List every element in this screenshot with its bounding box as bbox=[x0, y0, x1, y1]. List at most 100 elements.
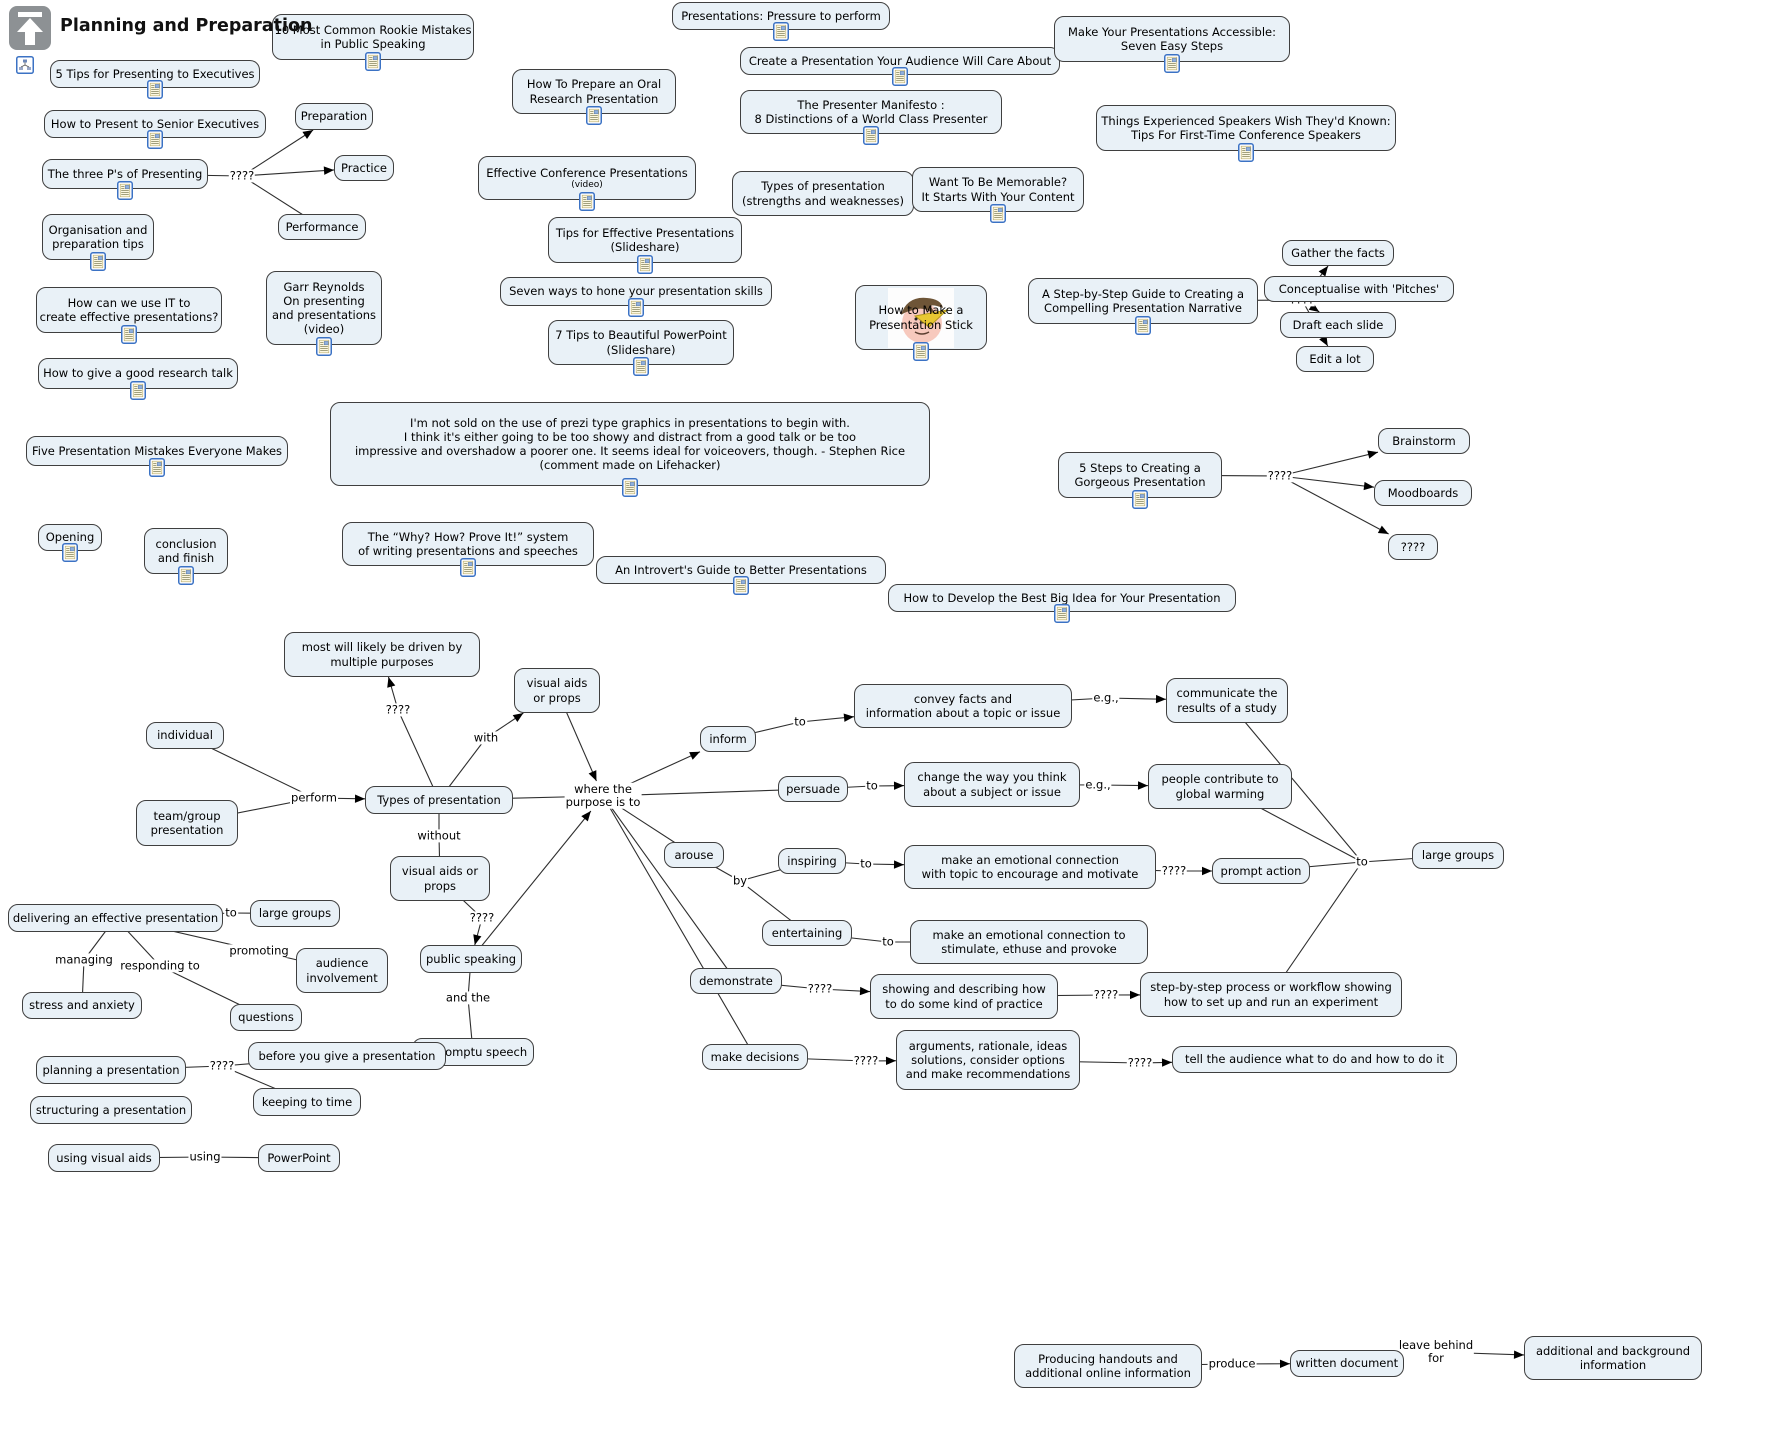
linking-phrase-L_q2[interactable]: ???? bbox=[468, 910, 496, 925]
concept-node-writtendoc[interactable]: written document bbox=[1290, 1350, 1404, 1377]
resource-link-icon[interactable] bbox=[892, 67, 908, 86]
linking-phrase-L_q6[interactable]: ???? bbox=[852, 1053, 880, 1068]
concept-node-individual[interactable]: individual bbox=[146, 722, 224, 749]
concept-node-questions[interactable]: questions bbox=[230, 1004, 302, 1031]
linking-phrase-L_q1[interactable]: ???? bbox=[384, 702, 412, 717]
concept-node-typesw[interactable]: Types of presentation(strengths and weak… bbox=[732, 171, 914, 216]
resource-link-icon[interactable] bbox=[147, 130, 163, 149]
resource-link-icon[interactable] bbox=[147, 80, 163, 99]
resource-link-icon[interactable] bbox=[1164, 54, 1180, 73]
resource-link-icon[interactable] bbox=[628, 298, 644, 317]
resource-link-icon[interactable] bbox=[622, 478, 638, 497]
linking-phrase-L_produce[interactable]: produce bbox=[1207, 1356, 1257, 1371]
concept-node-brainstorm[interactable]: Brainstorm bbox=[1378, 428, 1470, 454]
resource-link-icon[interactable] bbox=[913, 342, 929, 361]
concept-node-inspiring[interactable]: inspiring bbox=[778, 848, 846, 874]
concept-node-stressanx[interactable]: stress and anxiety bbox=[22, 992, 142, 1019]
concept-node-quote[interactable]: I'm not sold on the use of prezi type gr… bbox=[330, 402, 930, 486]
concept-node-entertaining[interactable]: entertaining bbox=[762, 920, 852, 946]
concept-node-usingvisaids[interactable]: using visual aids bbox=[48, 1144, 160, 1172]
resource-link-icon[interactable] bbox=[178, 566, 194, 585]
concept-node-types[interactable]: Types of presentation bbox=[365, 786, 513, 814]
concept-node-draft[interactable]: Draft each slide bbox=[1280, 312, 1396, 338]
resource-link-icon[interactable] bbox=[579, 192, 595, 211]
linking-phrase-L_to2[interactable]: to bbox=[865, 778, 879, 793]
resource-link-icon[interactable] bbox=[863, 126, 879, 145]
resource-link-icon[interactable] bbox=[586, 106, 602, 125]
resource-link-icon[interactable] bbox=[149, 458, 165, 477]
up-arrow-icon[interactable] bbox=[8, 5, 52, 55]
resource-link-icon[interactable] bbox=[121, 325, 137, 344]
concept-node-practice[interactable]: Practice bbox=[334, 155, 394, 181]
linking-phrase-L_managing[interactable]: managing bbox=[54, 952, 114, 967]
linking-phrase-L_perform[interactable]: perform bbox=[290, 790, 338, 805]
linking-phrase-L_without[interactable]: without bbox=[416, 828, 462, 843]
concept-node-arouse[interactable]: arouse bbox=[664, 842, 724, 868]
linking-phrase-L_q4[interactable]: ???? bbox=[806, 981, 834, 996]
linking-phrase-L_q5[interactable]: ???? bbox=[1092, 987, 1120, 1002]
resource-link-icon[interactable] bbox=[1135, 316, 1151, 335]
resource-link-icon[interactable] bbox=[316, 337, 332, 356]
linking-phrase-L_with[interactable]: with bbox=[472, 730, 500, 745]
resource-link-icon[interactable] bbox=[460, 558, 476, 577]
linking-phrase-L_by[interactable]: by bbox=[731, 873, 749, 888]
concept-node-moodboards[interactable]: Moodboards bbox=[1374, 480, 1472, 506]
concept-node-tellaudience[interactable]: tell the audience what to do and how to … bbox=[1172, 1046, 1457, 1073]
concept-node-sevenways[interactable]: Seven ways to hone your presentation ski… bbox=[500, 277, 772, 306]
concept-node-gather[interactable]: Gather the facts bbox=[1282, 240, 1394, 266]
concept-node-fivemistakes[interactable]: Five Presentation Mistakes Everyone Make… bbox=[26, 436, 288, 466]
concept-node-demonstrate[interactable]: demonstrate bbox=[690, 968, 782, 994]
concept-node-qbox[interactable]: ???? bbox=[1388, 534, 1438, 560]
linking-phrase-L_q8[interactable]: ???? bbox=[208, 1058, 236, 1073]
linking-phrase-L_eg1[interactable]: e.g., bbox=[1092, 690, 1120, 705]
concept-node-tipseff[interactable]: Tips for Effective Presentations(Slidesh… bbox=[548, 217, 742, 263]
resource-link-icon[interactable] bbox=[633, 357, 649, 376]
linking-phrase-L_using[interactable]: using bbox=[188, 1149, 222, 1164]
linking-phrase-L_to6[interactable]: to bbox=[224, 905, 238, 920]
linking-phrase-L_where[interactable]: where the purpose is to bbox=[564, 781, 642, 810]
concept-node-promptaction[interactable]: prompt action bbox=[1212, 858, 1310, 884]
linking-phrase-L_to3[interactable]: to bbox=[859, 856, 873, 871]
concept-node-beforegive[interactable]: before you give a presentation bbox=[248, 1042, 446, 1070]
concept-node-inform[interactable]: inform bbox=[700, 726, 756, 752]
concept-node-delivering[interactable]: delivering an effective presentation bbox=[8, 904, 223, 932]
linking-phrase-L_eg2[interactable]: e.g., bbox=[1084, 777, 1112, 792]
concept-node-largegroups1[interactable]: large groups bbox=[250, 900, 340, 927]
resource-link-icon[interactable] bbox=[733, 576, 749, 595]
resource-link-icon[interactable] bbox=[1054, 604, 1070, 623]
concept-node-largegroups2[interactable]: large groups bbox=[1412, 842, 1504, 869]
resource-link-icon[interactable] bbox=[990, 204, 1006, 223]
linking-phrase-L_to1[interactable]: to bbox=[793, 714, 807, 729]
concept-node-powerpoint[interactable]: PowerPoint bbox=[258, 1144, 340, 1172]
concept-node-performance[interactable]: Performance bbox=[278, 214, 366, 240]
linking-phrase-L_3p[interactable]: ???? bbox=[228, 168, 256, 183]
concept-node-editalot[interactable]: Edit a lot bbox=[1296, 346, 1374, 372]
concept-node-preparation[interactable]: Preparation bbox=[295, 103, 373, 130]
concept-node-publicspeaking[interactable]: public speaking bbox=[420, 945, 522, 973]
resource-link-icon[interactable] bbox=[130, 381, 146, 400]
resource-link-icon[interactable] bbox=[365, 52, 381, 71]
linking-phrase-L_to5[interactable]: to bbox=[881, 934, 895, 949]
concept-node-keepingtime[interactable]: keeping to time bbox=[253, 1088, 361, 1116]
concept-map-icon[interactable] bbox=[16, 56, 34, 78]
resource-link-icon[interactable] bbox=[90, 252, 106, 271]
linking-phrase-L_to4[interactable]: to bbox=[1355, 854, 1369, 869]
resource-link-icon[interactable] bbox=[1132, 490, 1148, 509]
